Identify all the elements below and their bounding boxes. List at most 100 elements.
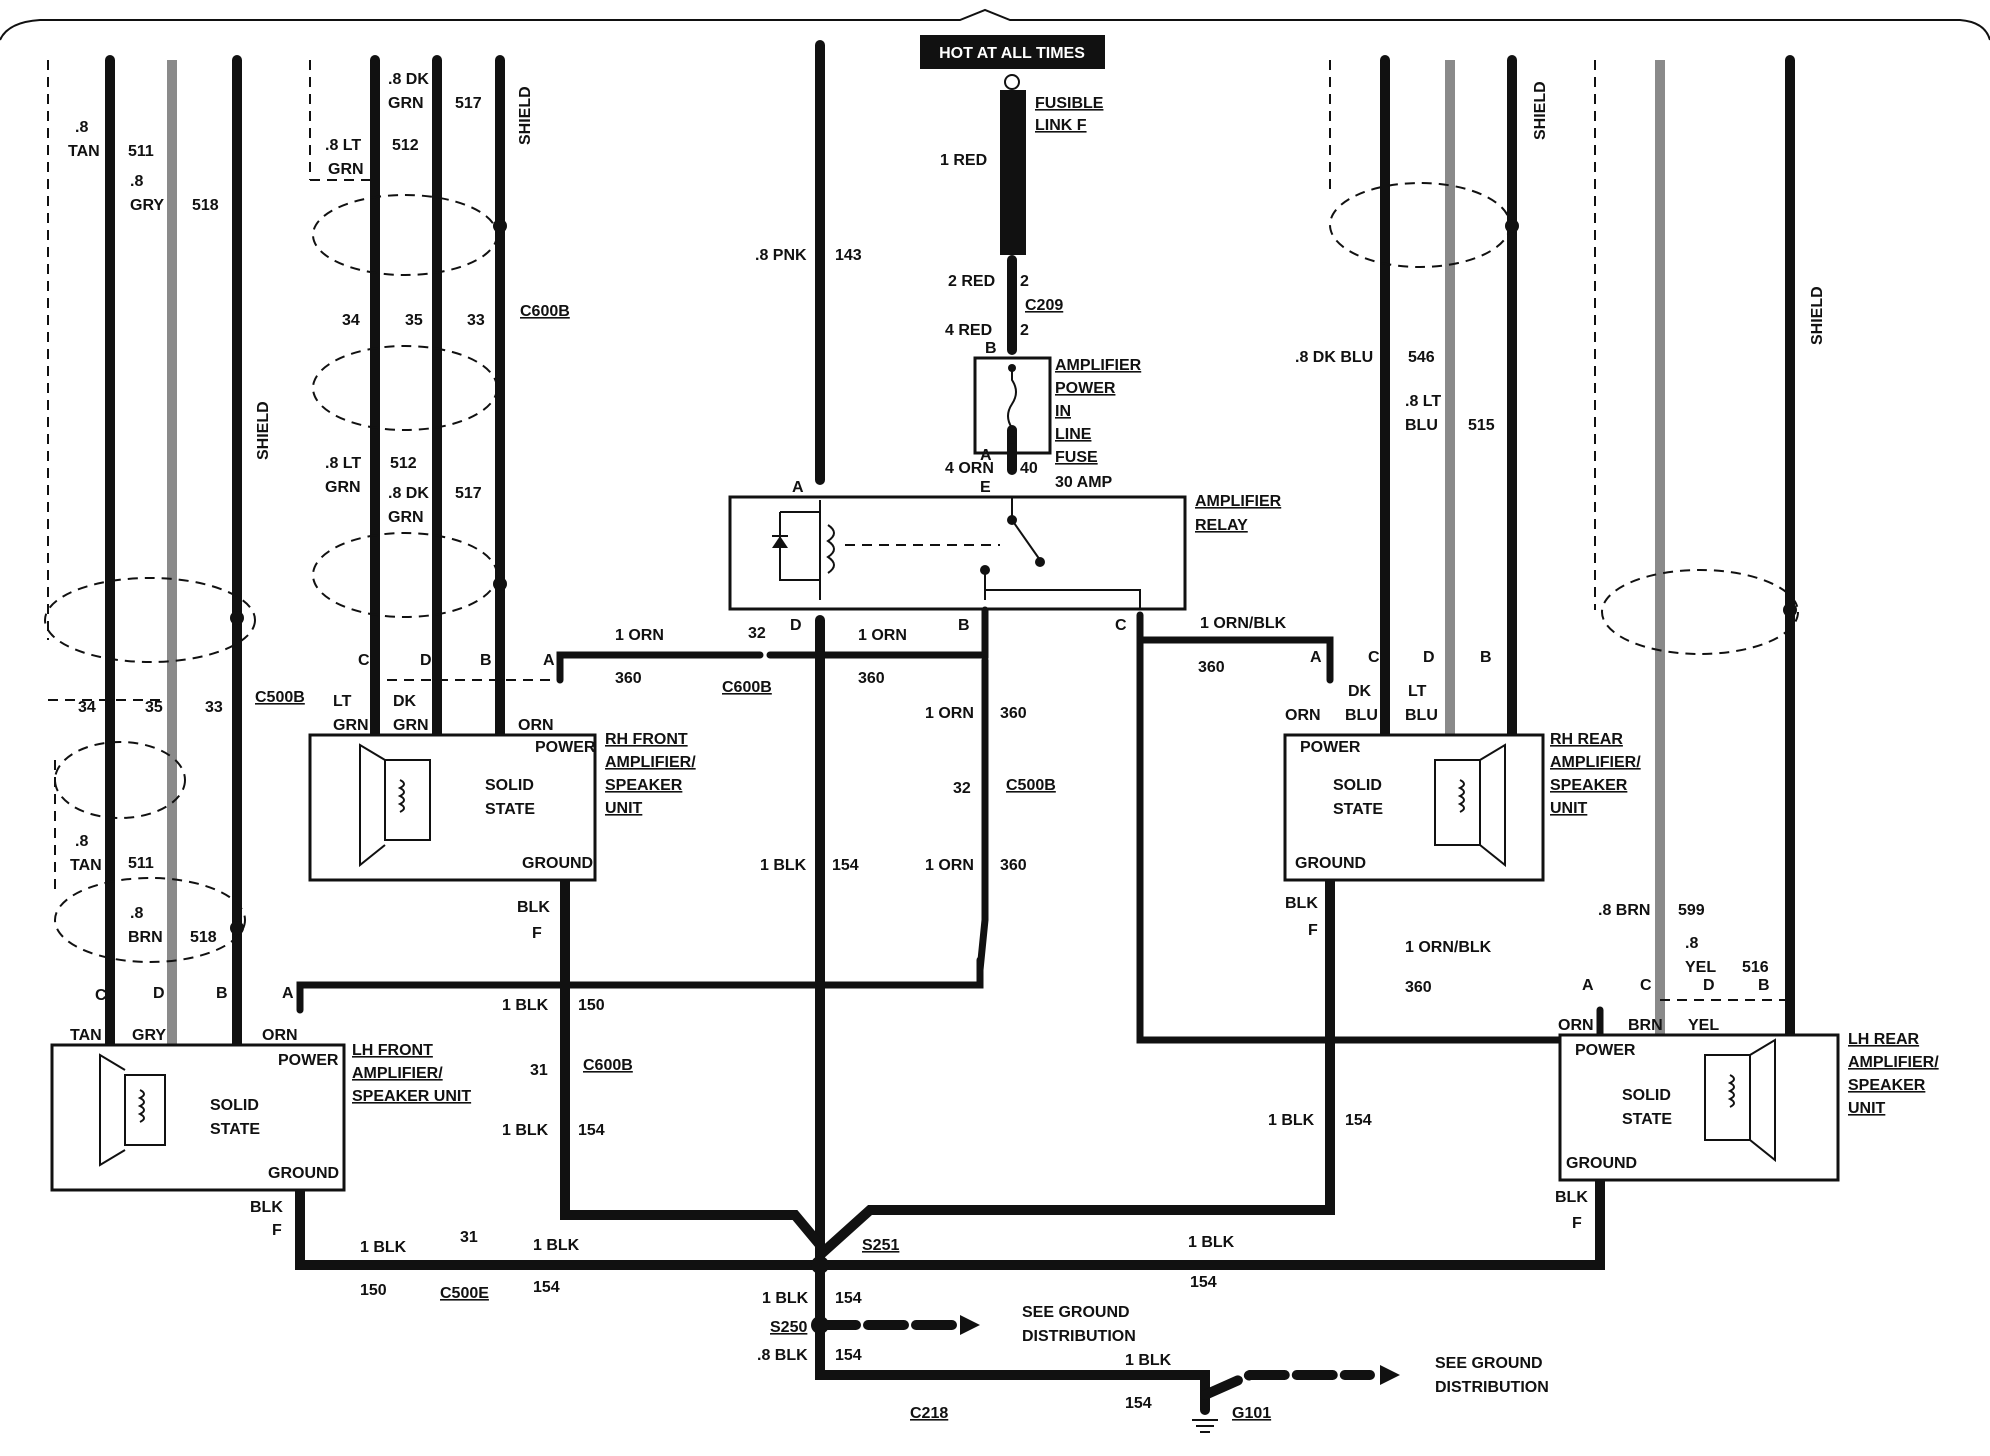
c209-label: C209 <box>1025 297 1063 314</box>
orn-c360-2: 360 <box>858 670 885 687</box>
pin-2b: 2 <box>1020 322 1029 339</box>
top-border <box>0 8 1990 41</box>
cg-c154-3: 154 <box>835 1347 862 1364</box>
orn-c600b: C600B <box>722 679 772 696</box>
fusible-link <box>1000 90 1026 255</box>
rhr-title-4: UNIT <box>1550 800 1588 817</box>
lhf-ground: GROUND <box>268 1165 339 1182</box>
pin-b-fuse: B <box>985 340 997 357</box>
rhf-wire-dkgrn-2: GRN <box>388 95 424 112</box>
rhr-circuit-154: 154 <box>1345 1112 1372 1129</box>
relay-title-2: RELAY <box>1195 517 1248 534</box>
cg-lh-blk-2: 1 BLK <box>533 1237 580 1254</box>
rhr-title-1: RH REAR <box>1550 731 1623 748</box>
lh-rear-wires <box>1594 55 1799 1040</box>
orn-pin-32: 32 <box>748 625 766 642</box>
rhf-title-1: RH FRONT <box>605 731 688 748</box>
orn-pin-32b: 32 <box>953 780 971 797</box>
rhr-pin-c: C <box>1368 649 1380 666</box>
lhf-wire-brn-1: .8 <box>130 905 143 922</box>
lhf-wire-tan-2: TAN <box>68 143 100 160</box>
pin-e-fuse: E <box>980 479 991 496</box>
lhf-lbl-tan: TAN <box>70 1027 102 1044</box>
cg-c154-4: 154 <box>1125 1395 1152 1412</box>
lhf-wire-brn-2: BRN <box>128 929 163 946</box>
cg-blk-3: .8 BLK <box>757 1347 808 1364</box>
rhf-circuit-512: 512 <box>392 137 419 154</box>
lhr-wire-yel-1: .8 <box>1685 935 1698 952</box>
rhf-circuit-154: 154 <box>578 1122 605 1139</box>
rhf-lbl-lt: LT <box>333 693 352 710</box>
rhf-pin-b: B <box>480 652 492 669</box>
fusible-link-label-2: LINK F <box>1035 117 1087 134</box>
rhr-title-2: AMPLIFIER/ <box>1550 754 1641 771</box>
rhr-shield: SHIELD <box>1532 81 1549 140</box>
lhf-wire-tan-b2: TAN <box>70 857 102 874</box>
rhf-pin-31: 31 <box>530 1062 548 1079</box>
rhf-c600b-2: C600B <box>583 1057 633 1074</box>
cg-c154-r: 154 <box>1190 1274 1217 1291</box>
lhf-solid-1: SOLID <box>210 1097 259 1114</box>
lhf-wire-tan-1: .8 <box>75 119 88 136</box>
rhr-pin-f: F <box>1308 922 1318 939</box>
rhr-lbl-blu2: BLU <box>1405 707 1438 724</box>
lhr-circuit-599: 599 <box>1678 902 1705 919</box>
lhf-title-3: SPEAKER UNIT <box>352 1088 471 1105</box>
amplifier-relay-box <box>728 495 1187 611</box>
hot-at-all-times-box <box>920 35 1105 69</box>
relay-pin-b: B <box>958 617 970 634</box>
rhr-lbl-orn: ORN <box>1285 707 1321 724</box>
cg-see-gnd-2a: SEE GROUND <box>1435 1355 1543 1372</box>
rhf-wire-dkgrn-b1: .8 DK <box>388 485 429 502</box>
rh-front-speaker-icon <box>359 743 431 868</box>
rhr-lbl-blu1: BLU <box>1345 707 1378 724</box>
lh-front-blk-wire <box>295 1185 825 1270</box>
lhr-title-2: AMPLIFIER/ <box>1848 1054 1939 1071</box>
cg-lh-blk: 1 BLK <box>360 1239 407 1256</box>
orn-c360-4: 360 <box>1000 857 1027 874</box>
lhf-title-1: LH FRONT <box>352 1042 433 1059</box>
rhf-blk-150: 1 BLK <box>502 997 549 1014</box>
rhr-power: POWER <box>1300 739 1361 756</box>
rh-front-blk-wire <box>560 875 825 1250</box>
lh-front-speaker-icon <box>99 1053 166 1167</box>
lhf-circuit-518b: 518 <box>190 929 217 946</box>
lhr-wire-yel-2: YEL <box>1685 959 1716 976</box>
rhf-circuit-517: 517 <box>455 95 482 112</box>
rhf-title-2: AMPLIFIER/ <box>605 754 696 771</box>
lhf-pin-33: 33 <box>205 699 223 716</box>
relay-pin-d: D <box>790 617 802 634</box>
rhf-solid-2: STATE <box>485 801 535 818</box>
cg-see-gnd-1b: DISTRIBUTION <box>1022 1328 1136 1345</box>
orn-c360-3: 360 <box>1000 705 1027 722</box>
rhf-shield: SHIELD <box>517 86 534 145</box>
rhr-blk-154: 1 BLK <box>1268 1112 1315 1129</box>
relay-pin-c: C <box>1115 617 1127 634</box>
lhr-title-1: LH REAR <box>1848 1031 1920 1048</box>
rhr-ground: GROUND <box>1295 855 1366 872</box>
lhf-lbl-orn: ORN <box>262 1027 298 1044</box>
rhf-wire-ltgrn-1: .8 LT <box>325 137 361 154</box>
rhr-solid-2: STATE <box>1333 801 1383 818</box>
lhr-pin-d: D <box>1703 977 1715 994</box>
orn-4: 1 ORN <box>925 857 974 874</box>
fusible-link-label: FUSIBLE <box>1035 95 1104 112</box>
rhf-title-3: SPEAKER <box>605 777 683 794</box>
wire-red-2: 2 RED <box>948 273 995 290</box>
rhf-pin-35: 35 <box>405 312 423 329</box>
rhr-circuit-546: 546 <box>1408 349 1435 366</box>
lhr-lbl-brn: BRN <box>1628 1017 1663 1034</box>
circuit-40: 40 <box>1020 460 1038 477</box>
rhf-wire-dkgrn-1: .8 DK <box>388 71 429 88</box>
rhf-wire-ltgrn-2: GRN <box>328 161 364 178</box>
lhr-pin-f: F <box>1572 1215 1582 1232</box>
lhf-wire-gry-1: .8 <box>130 173 143 190</box>
lhr-pin-a: A <box>1582 977 1594 994</box>
rhf-pin-c: C <box>358 652 370 669</box>
lhr-orn-blk: 1 ORN/BLK <box>1405 939 1492 956</box>
cg-blk-4: 1 BLK <box>1125 1352 1172 1369</box>
cg-see-gnd-2b: DISTRIBUTION <box>1435 1379 1549 1396</box>
lhf-shield: SHIELD <box>255 401 272 460</box>
wire-orn-4: 4 ORN <box>945 460 994 477</box>
lhf-circuit-518: 518 <box>192 197 219 214</box>
